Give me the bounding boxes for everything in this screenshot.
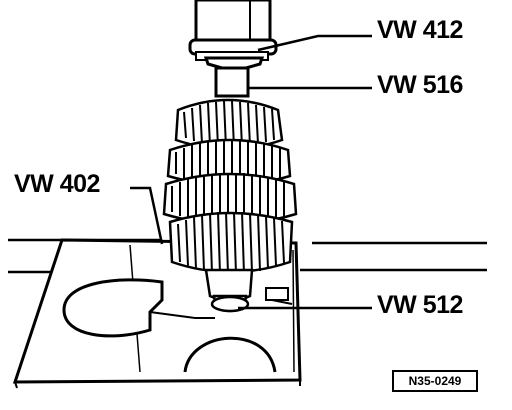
figure-reference-code: N35-0249 xyxy=(392,370,478,392)
gear-stack xyxy=(162,98,298,313)
callout-vw-516: VW 516 xyxy=(377,71,463,99)
leader-lines xyxy=(130,34,372,310)
press-tube xyxy=(188,0,278,61)
callout-vw-412: VW 412 xyxy=(377,16,463,44)
callout-vw-512: VW 512 xyxy=(377,291,463,319)
callout-vw-402: VW 402 xyxy=(14,170,100,198)
thrust-piece xyxy=(203,56,265,98)
